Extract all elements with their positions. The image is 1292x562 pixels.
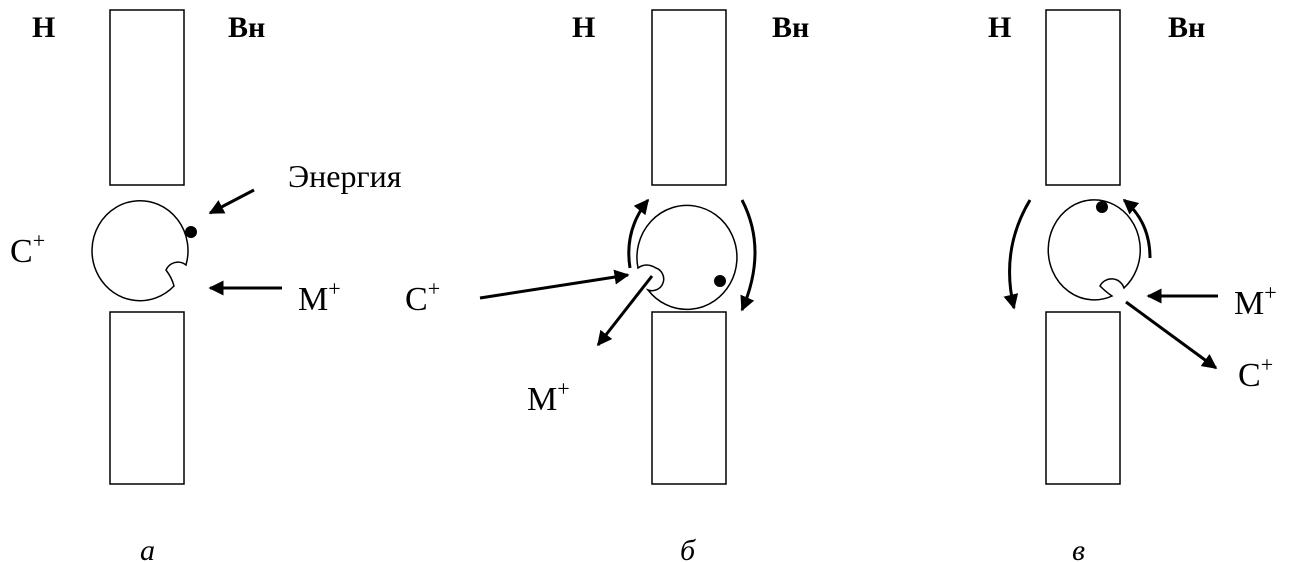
panel-c: Н Вн M+ C+ в	[988, 9, 1277, 562]
c-ion-arrow-c	[1125, 300, 1218, 370]
energy-label: Энергия	[288, 158, 402, 194]
caption-a: а	[140, 534, 155, 562]
membrane-upper-a	[109, 9, 185, 186]
membrane-lower-a	[109, 311, 185, 485]
caption-c: в	[1072, 534, 1085, 562]
rotation-arrow-left-c	[1003, 199, 1032, 310]
side-inner-label-c: Н	[988, 11, 1011, 44]
side-inner-label-b: Н	[572, 11, 595, 44]
carrier-protein-b	[636, 204, 738, 311]
c-ion-arrow-b	[479, 269, 630, 300]
membrane-upper-c	[1045, 9, 1121, 186]
carrier-protein-a	[91, 199, 189, 302]
m-ion-label-a: M+	[298, 276, 341, 318]
rotation-arrow-right-b	[740, 199, 757, 312]
side-outer-label-a: Вн	[228, 11, 265, 44]
panel-a: Н Вн Энергия C+ M+ а	[10, 9, 402, 562]
energy-arrow-a	[208, 188, 255, 215]
binding-site-dot-c	[1096, 201, 1108, 213]
m-ion-label-c: M+	[1234, 280, 1277, 322]
side-outer-label-c: Вн	[1168, 11, 1205, 44]
membrane-upper-b	[651, 9, 727, 186]
rotation-arrow-right-c	[1122, 198, 1152, 259]
c-ion-label-a: C+	[10, 228, 45, 270]
binding-site-dot-b	[714, 275, 726, 287]
membrane-lower-c	[1045, 311, 1121, 485]
side-inner-label-a: Н	[32, 11, 55, 44]
caption-b: б	[680, 534, 696, 562]
panel-b: Н Вн C+ M+ б	[405, 9, 809, 562]
m-ion-label-b: M+	[527, 376, 570, 418]
c-ion-label-c: C+	[1238, 352, 1273, 394]
side-outer-label-b: Вн	[772, 11, 809, 44]
membrane-lower-b	[651, 311, 727, 485]
rotation-arrow-left-b	[627, 198, 650, 269]
carrier-protein-c	[1047, 199, 1141, 301]
c-ion-label-b: C+	[405, 276, 440, 318]
m-ion-arrow-b	[596, 275, 654, 347]
binding-site-dot-a	[185, 226, 197, 238]
